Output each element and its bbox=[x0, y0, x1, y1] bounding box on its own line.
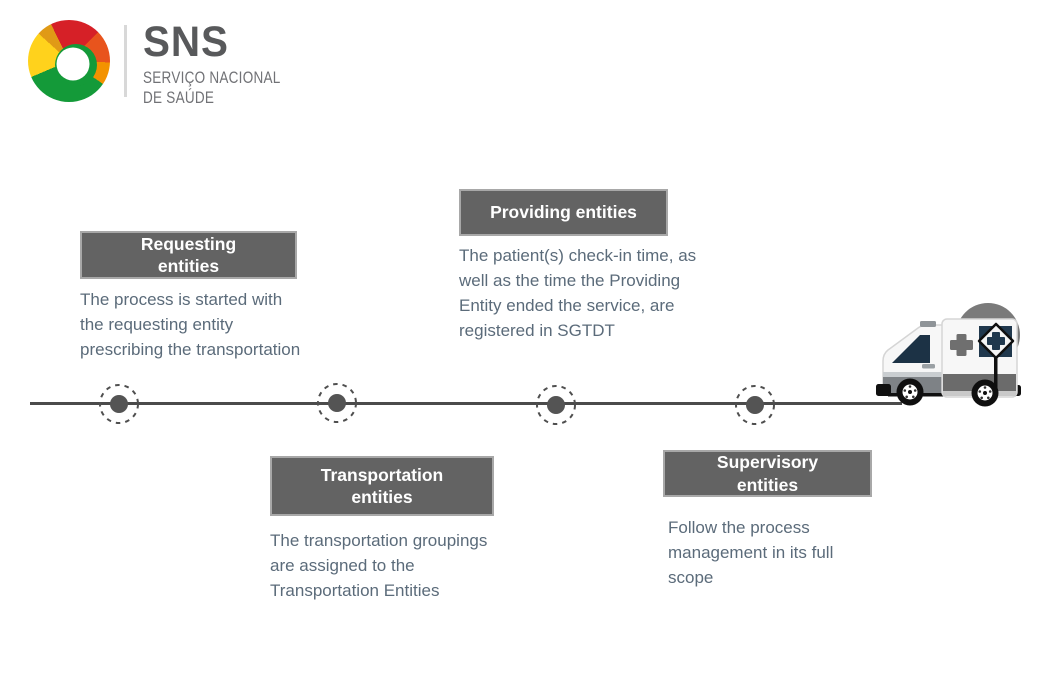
stage-description-providing: The patient(s) check-in time, as well as… bbox=[459, 246, 697, 340]
milestone-dot-icon bbox=[536, 385, 576, 425]
stage-box-providing-entities: Providing entities bbox=[459, 189, 668, 236]
stage-box-requesting-entities: Requesting entities bbox=[80, 231, 297, 279]
sns-logo: SNS SERVIÇO NACIONAL DE SAÚDE bbox=[28, 20, 311, 108]
sns-sphere-logo-icon bbox=[28, 20, 110, 102]
stage-description-supervisory: Follow the process management in its ful… bbox=[668, 518, 834, 587]
logo-subtitle: SERVIÇO NACIONAL DE SAÚDE bbox=[143, 68, 281, 107]
milestone-dot-icon bbox=[317, 383, 357, 423]
stage-description-transportation: The transportation groupings are assigne… bbox=[270, 531, 488, 600]
logo-text: SNS SERVIÇO NACIONAL DE SAÚDE bbox=[143, 20, 311, 108]
milestone-marker-3 bbox=[534, 383, 578, 427]
stage-description-requesting: The process is started with the requesti… bbox=[80, 290, 301, 359]
logo-center-hole bbox=[56, 47, 90, 81]
timeline-line bbox=[30, 402, 902, 405]
milestone-marker-1 bbox=[97, 382, 141, 426]
milestone-dot-icon bbox=[99, 384, 139, 424]
logo-divider bbox=[124, 25, 127, 97]
ambulance-icon bbox=[872, 295, 1024, 411]
stage-box-supervisory-entities: Supervisory entities bbox=[663, 450, 872, 497]
logo-acronym: SNS bbox=[143, 18, 229, 66]
milestone-dot-icon bbox=[735, 385, 775, 425]
milestone-marker-2 bbox=[315, 381, 359, 425]
milestone-marker-4 bbox=[733, 383, 777, 427]
stage-box-transportation-entities: Transportation entities bbox=[270, 456, 494, 516]
